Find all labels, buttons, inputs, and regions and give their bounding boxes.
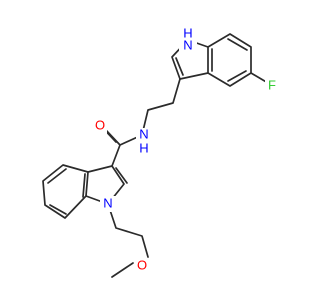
amide-hydrogen: H xyxy=(139,140,148,155)
ether-oxygen-label: O xyxy=(134,257,150,274)
amide-nitrogen: N xyxy=(139,126,148,141)
carbonyl-oxygen-label: O xyxy=(93,117,107,134)
molecule-svg: H N F O N H N O xyxy=(42,25,279,278)
fluorine-label: F xyxy=(265,77,279,93)
svg-text:O: O xyxy=(95,117,105,132)
svg-text:O: O xyxy=(137,257,147,272)
lower-indole-pyrrole-ring xyxy=(85,165,125,205)
upper-indole-pyrrole-double-bond xyxy=(175,57,184,76)
lower-indole-benzene-double-bonds xyxy=(47,168,86,215)
upper-indole-benzene-ring xyxy=(207,33,252,87)
ethyl-linker xyxy=(141,78,181,136)
methoxyethyl-chain xyxy=(107,203,149,278)
svg-text:N: N xyxy=(103,195,112,210)
lower-indole-pyrrole-double-bond xyxy=(115,167,128,184)
indole-nh-hydrogen: H xyxy=(183,25,192,40)
indole-nh-nitrogen: N xyxy=(183,37,192,52)
lower-indole-benzene-ring xyxy=(42,164,89,219)
upper-indole-benzene-double-bonds xyxy=(211,38,248,82)
indole-nitrogen-label: N xyxy=(100,195,116,212)
svg-text:F: F xyxy=(268,77,276,92)
molecule-diagram: H N F O N H N O xyxy=(42,25,279,278)
indole-nh-label: H N xyxy=(179,25,197,53)
amide-bonds xyxy=(103,127,143,167)
amide-nitrogen-label: N H xyxy=(136,126,152,156)
